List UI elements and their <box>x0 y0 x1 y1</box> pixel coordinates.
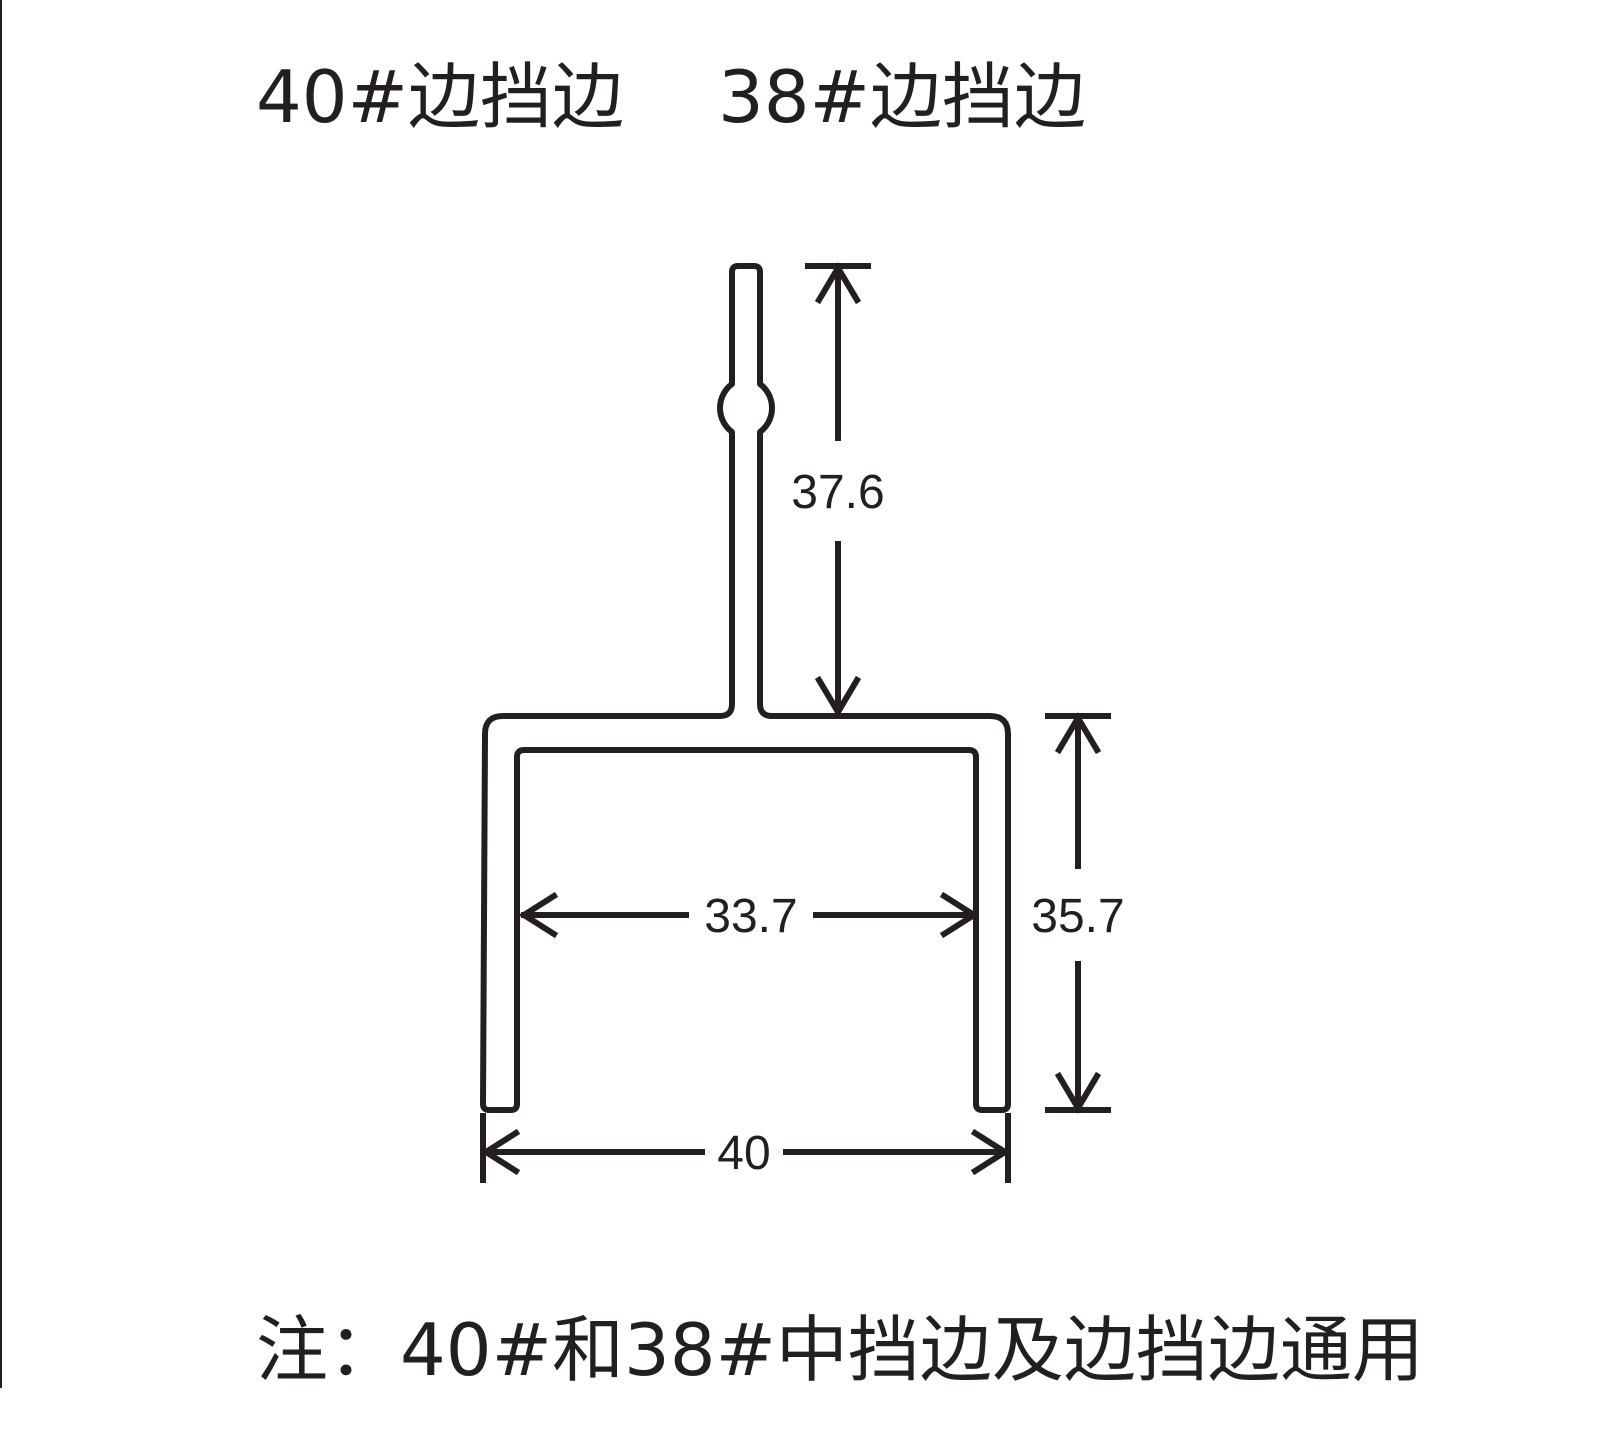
title-row: 40#边挡边 38#边挡边 <box>0 52 1611 142</box>
dim-40-arrow-left <box>480 1128 521 1176</box>
dim-40-arrow-right <box>970 1128 1011 1176</box>
dim-label-33-7: 33.7 <box>704 890 797 943</box>
dim-label-37-6: 37.6 <box>791 466 884 519</box>
dim-label-40: 40 <box>717 1127 770 1180</box>
left-border-line <box>0 0 2 1388</box>
dim-label-35-7: 35.7 <box>1031 890 1124 943</box>
title-38-edge-stop: 38#边挡边 <box>718 55 1086 139</box>
title-40-edge-stop: 40#边挡边 <box>256 55 624 139</box>
dim-33-7-arrow-left <box>518 891 559 939</box>
dim-35-7-arrow-up <box>1054 712 1102 755</box>
dim-37-6-arrow-down <box>814 675 862 718</box>
dim-33-7-arrow-right <box>939 891 980 939</box>
profile-outline <box>480 263 1011 1113</box>
dim-37-6-arrow-up <box>814 262 862 305</box>
dim-35-7-arrow-down <box>1054 1071 1102 1114</box>
compatibility-note: 注：40#和38#中挡边及边挡边通用 <box>256 1308 1424 1392</box>
